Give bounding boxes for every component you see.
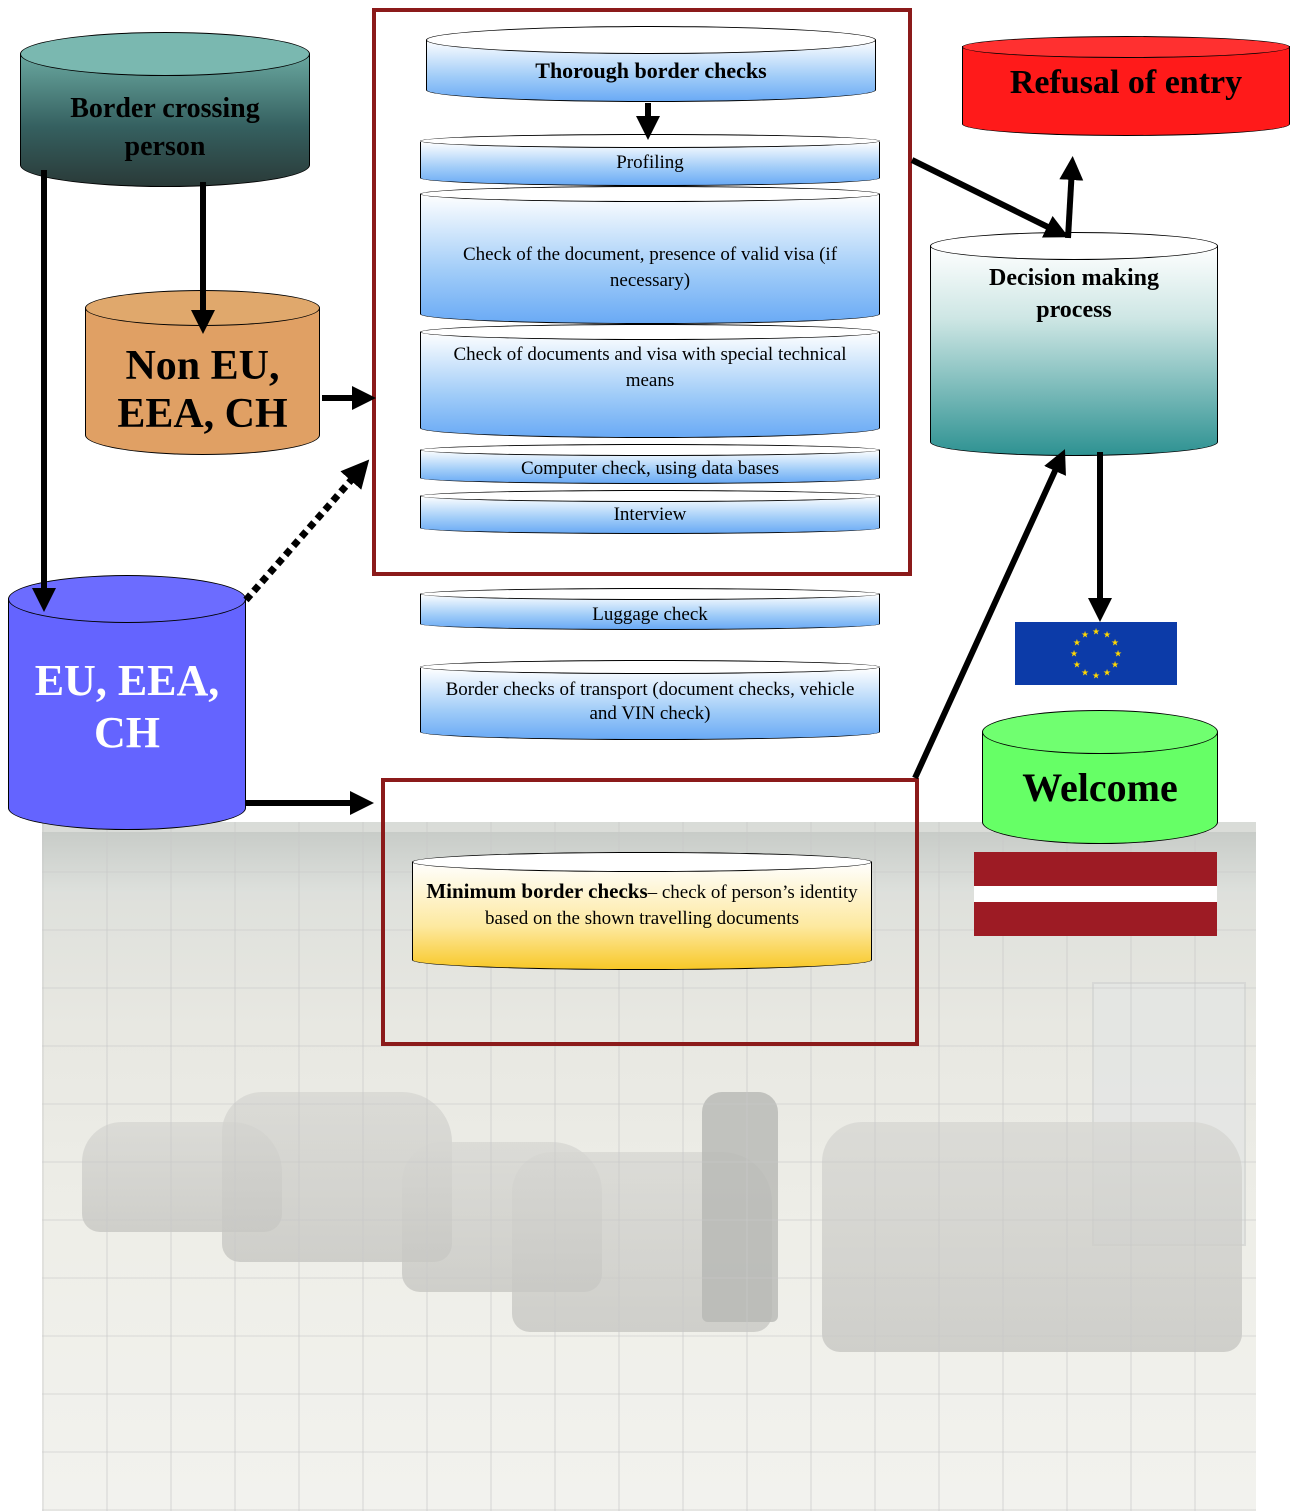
special-means-label: Check of documents and visa with special… xyxy=(453,344,847,391)
arrow-eu-to-thorough-dotted xyxy=(243,459,370,603)
eu-stars-icon: ★★★★★★★★★★★★ xyxy=(1070,627,1122,681)
eu-star: ★ xyxy=(1073,638,1081,648)
profiling-label: Profiling xyxy=(616,152,684,173)
eu-star: ★ xyxy=(1073,660,1081,670)
welcome-node: Welcome xyxy=(982,710,1218,844)
special-means-step: Check of documents and visa with special… xyxy=(420,324,880,438)
transport-check-label: Border checks of transport (document che… xyxy=(445,679,855,724)
non-eu-label: Non EU, EEA, CH xyxy=(117,343,288,437)
document-check-label: Check of the document, presence of valid… xyxy=(462,244,838,291)
eu-label: EU, EEA, CH xyxy=(34,656,220,757)
computer-check-label: Computer check, using data bases xyxy=(520,458,779,479)
eu-star: ★ xyxy=(1081,629,1089,639)
minimum-checks-label: Minimum border checks– check of person’s… xyxy=(412,878,872,932)
welcome-label: Welcome xyxy=(1022,765,1178,810)
eu-star: ★ xyxy=(1092,627,1100,637)
computer-check-step: Computer check, using data bases xyxy=(420,444,880,484)
interview-step: Interview xyxy=(420,490,880,534)
eu-star: ★ xyxy=(1111,638,1119,648)
thorough-checks-frame xyxy=(372,8,912,576)
latvia-flag xyxy=(974,852,1217,936)
eu-star: ★ xyxy=(1103,668,1111,678)
arrow-decision-to-refusal xyxy=(1059,156,1084,239)
border-crossing-person-node: Border crossing person xyxy=(20,32,310,187)
eu-star: ★ xyxy=(1114,649,1122,659)
luggage-check-step: Luggage check xyxy=(420,588,880,630)
thorough-checks-node: Thorough border checks xyxy=(426,26,876,102)
eu-flag: ★★★★★★★★★★★★ xyxy=(1015,622,1177,685)
border-guard xyxy=(702,1092,778,1322)
decision-label: Decision making process xyxy=(988,265,1159,323)
eu-star: ★ xyxy=(1103,629,1111,639)
eu-star: ★ xyxy=(1092,671,1100,681)
refusal-label: Refusal of entry xyxy=(1009,64,1243,101)
document-check-step: Check of the document, presence of valid… xyxy=(420,186,880,324)
car xyxy=(822,1122,1242,1352)
refusal-node: Refusal of entry xyxy=(962,36,1290,136)
minimum-checks-title: Minimum border checks xyxy=(426,879,648,903)
eu-node: EU, EEA, CH xyxy=(8,575,246,830)
interview-label: Interview xyxy=(613,504,687,525)
eu-star: ★ xyxy=(1111,660,1119,670)
arrow-thorough-to-decision xyxy=(910,157,1069,238)
minimum-checks-frame xyxy=(381,778,919,1046)
minimum-checks-description: – check of person’s identity based on th… xyxy=(485,882,858,929)
latvia-flag-white-stripe xyxy=(974,886,1217,902)
luggage-check-label: Luggage check xyxy=(592,604,708,625)
thorough-checks-label: Thorough border checks xyxy=(535,58,767,83)
minimum-checks-node: Minimum border checks– check of person’s… xyxy=(412,852,872,970)
transport-check-step: Border checks of transport (document che… xyxy=(420,660,880,740)
eu-star: ★ xyxy=(1081,668,1089,678)
arrow-minimum-to-decision xyxy=(912,449,1066,780)
border-crossing-person-label: Border crossing person xyxy=(70,93,260,162)
eu-star: ★ xyxy=(1070,649,1078,659)
decision-node: Decision making process xyxy=(930,232,1218,456)
